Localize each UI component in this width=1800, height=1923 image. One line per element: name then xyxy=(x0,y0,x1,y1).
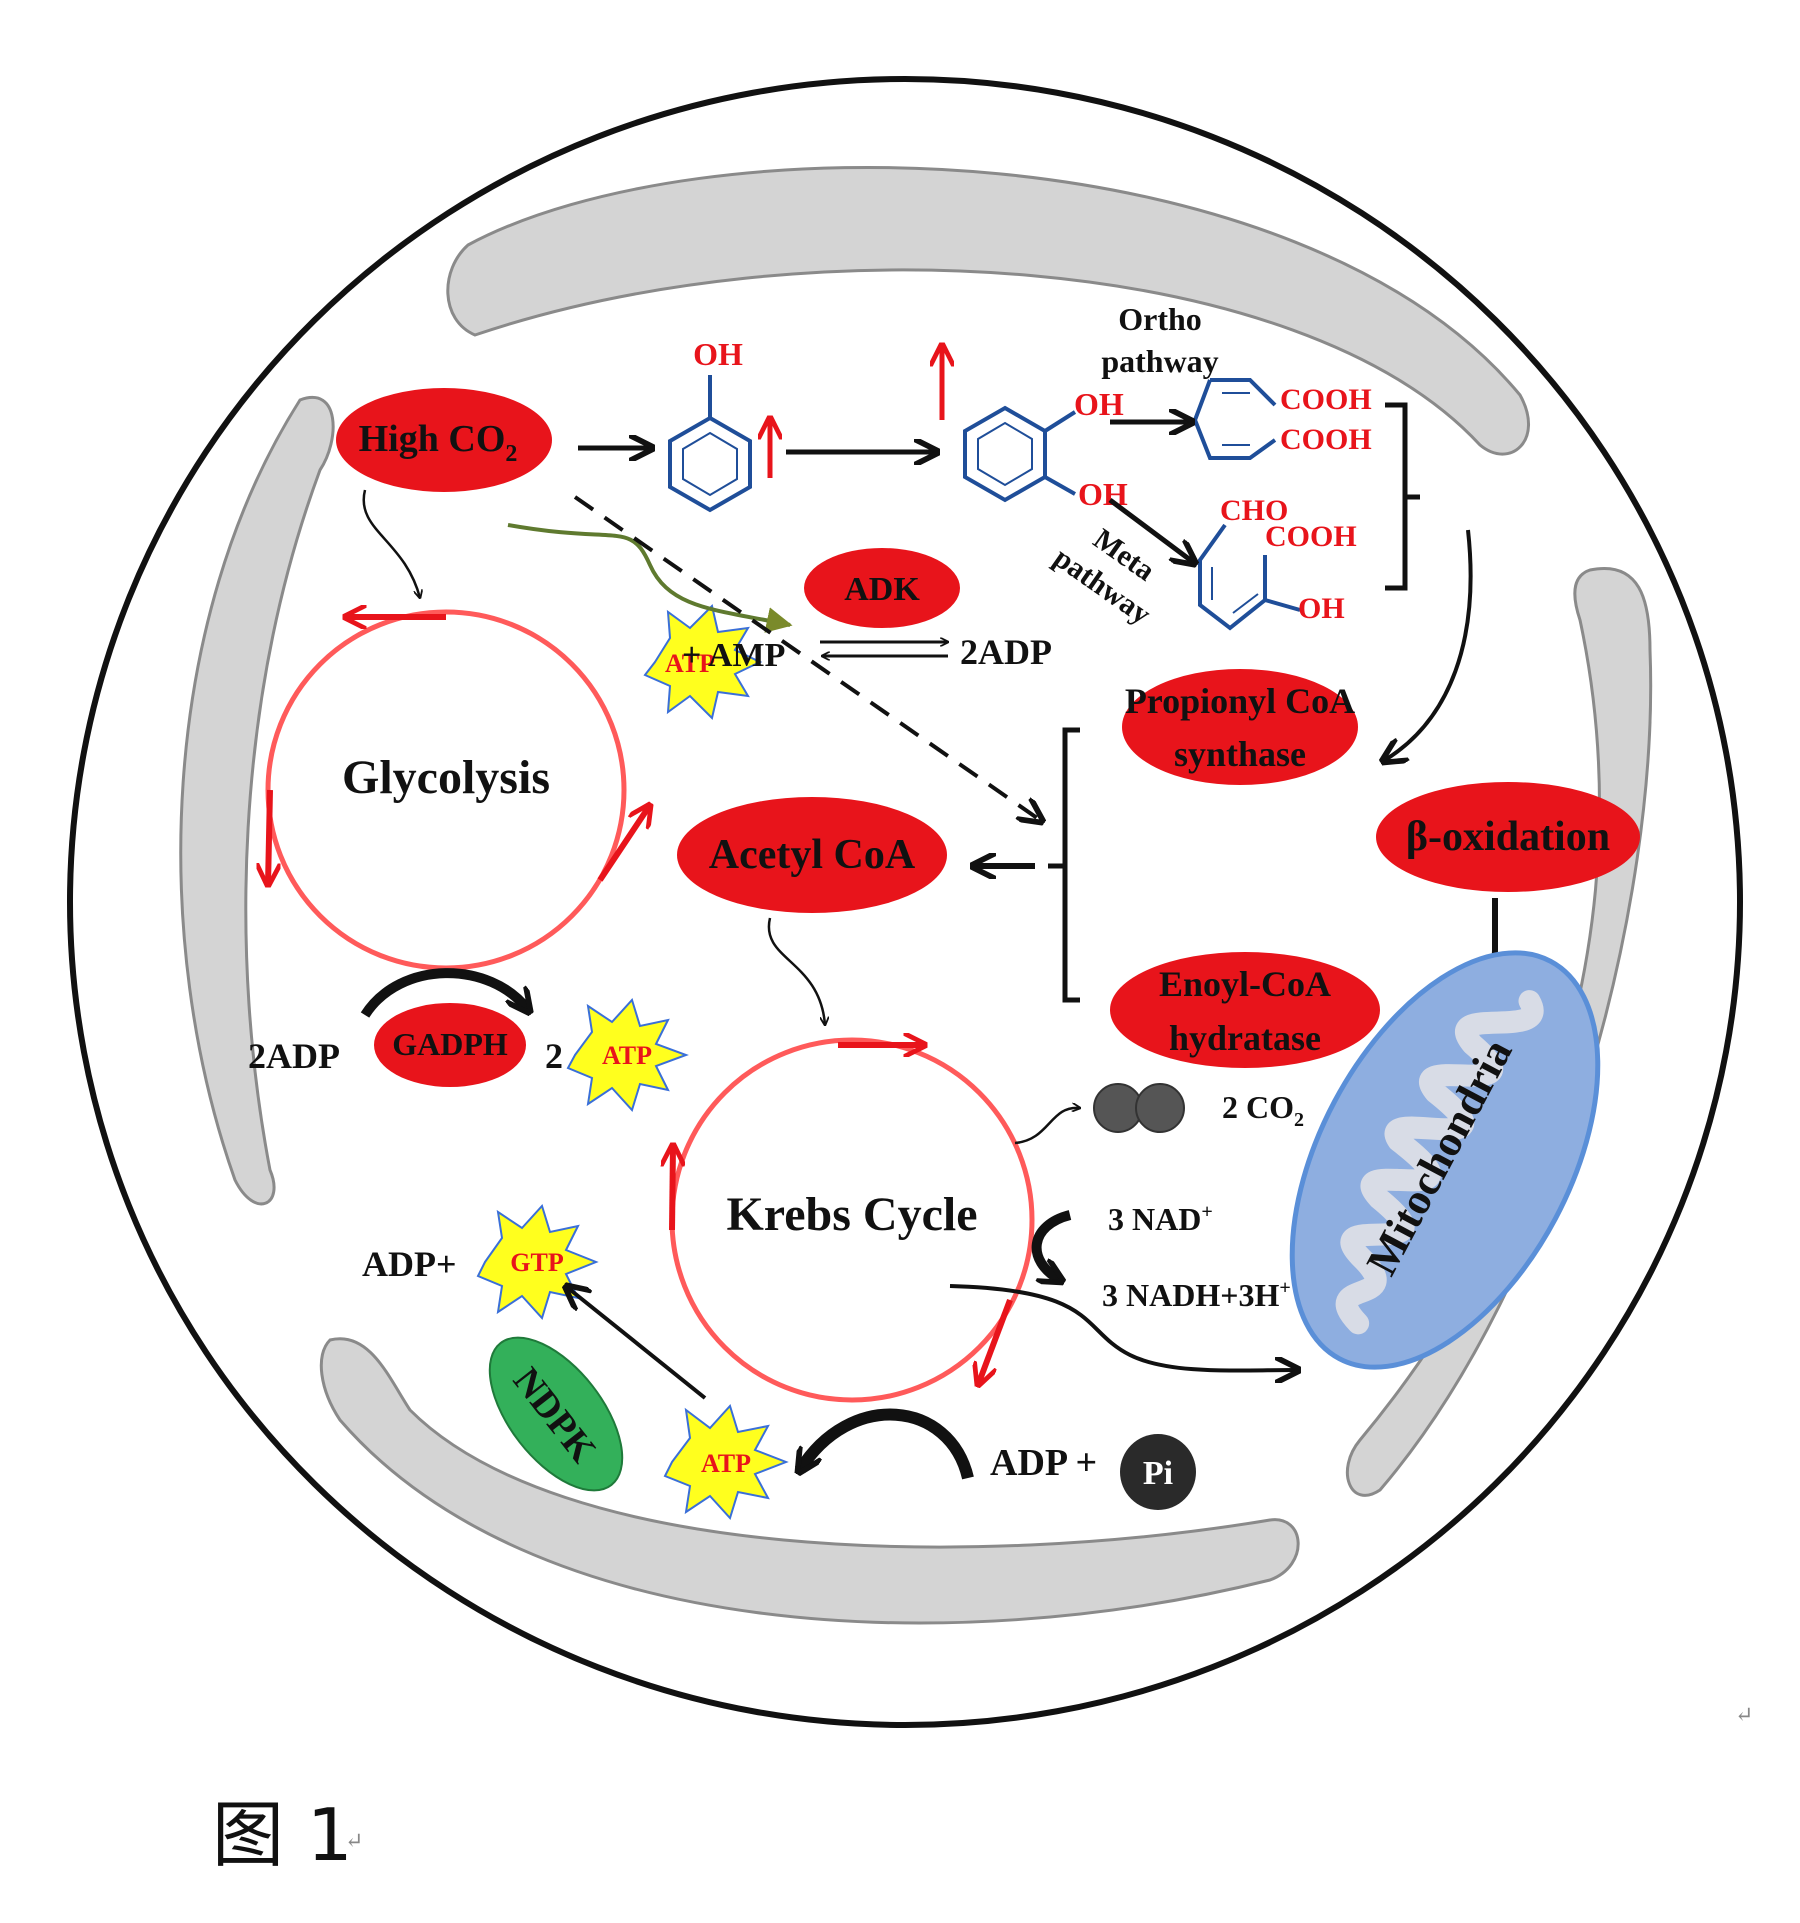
amp-label: + AMP xyxy=(682,637,785,674)
organelle-band-left xyxy=(179,396,335,1206)
propionyl-label-line1: Propionyl CoA xyxy=(1125,681,1355,721)
gadph-label: GADPH xyxy=(392,1026,508,1062)
beta-oxidation-oval xyxy=(1376,782,1640,892)
gadph-curved-arrow xyxy=(360,968,528,1015)
ortho-label-line1: Ortho xyxy=(1118,301,1202,337)
atp-starburst-adk: ATP xyxy=(643,604,763,720)
cho-label: CHO xyxy=(1220,494,1288,527)
organelle-band-top xyxy=(446,165,1531,456)
gadph-oval xyxy=(374,1003,526,1087)
arrow-to-gtp xyxy=(568,1288,707,1400)
oh-meta-label: OH xyxy=(1298,592,1345,625)
figure-caption: 图 1 xyxy=(212,1793,353,1877)
arrow-to-propionyl xyxy=(1385,529,1473,760)
propionyl-label-line2: synthase xyxy=(1174,734,1306,774)
acetyl-coa-label: Acetyl CoA xyxy=(709,832,916,878)
catechol-structure xyxy=(963,405,1077,503)
svg-text:ATP: ATP xyxy=(701,1449,751,1478)
co2-molecule-2 xyxy=(1135,1083,1185,1133)
pi-label: Pi xyxy=(1143,1455,1173,1492)
adk-oval xyxy=(804,548,960,628)
glycolysis-label: Glycolysis xyxy=(342,751,550,804)
cooh-bottom-label: COOH xyxy=(1280,423,1372,456)
glycolysis-arrow-right xyxy=(597,805,650,882)
catechol-oh-top: OH xyxy=(1074,386,1124,422)
caption-return-mark: ↵ xyxy=(345,1828,363,1853)
return-mark: ↵ xyxy=(1735,1702,1753,1727)
beta-oxidation-label: β-oxidation xyxy=(1406,814,1610,860)
acetyl-coa-oval xyxy=(677,797,947,913)
svg-text:ATP: ATP xyxy=(665,649,715,678)
adk-label: ADK xyxy=(844,571,920,608)
organelle-band-bottom xyxy=(319,1337,1300,1625)
nad-curved-arrow xyxy=(1031,1210,1072,1280)
ortho-product-structure xyxy=(1192,378,1277,460)
two-adp-left-label: 2ADP xyxy=(248,1036,340,1076)
cooh-meta-label: COOH xyxy=(1265,520,1357,553)
phenol-oh-label: OH xyxy=(693,336,743,372)
mitochondria-organelle xyxy=(1289,950,1601,1370)
atp-starburst-gadph: ATP xyxy=(566,998,689,1112)
atp-starburst-bottom: ATP xyxy=(663,1404,789,1520)
two-label: 2 xyxy=(545,1036,563,1076)
adp-plus-gtp-label: ADP+ xyxy=(362,1244,457,1284)
high-co2-oval xyxy=(336,388,552,492)
ortho-label-line2: pathway xyxy=(1101,343,1218,379)
krebs-arrow-left xyxy=(672,1145,673,1231)
svg-text:GTP: GTP xyxy=(510,1248,564,1277)
phenol-structure xyxy=(668,375,752,513)
arrow-acetyl-to-krebs xyxy=(767,917,825,1025)
krebs-cycle-label: Krebs Cycle xyxy=(726,1188,977,1241)
arrow-co2-release xyxy=(1014,1108,1080,1145)
dashed-arrow-co2 xyxy=(573,495,1040,820)
krebs-arrow-right xyxy=(978,1298,1013,1385)
high-co2-label: High CO2 xyxy=(359,418,518,467)
arrow-co2-to-glycolysis xyxy=(362,489,420,598)
nad-label: 3 NAD+ xyxy=(1108,1201,1213,1237)
propionyl-coa-synthase-oval xyxy=(1122,669,1358,785)
meta-product-structure xyxy=(1198,523,1301,631)
green-regulation-arrow xyxy=(507,523,793,633)
two-adp-label: 2ADP xyxy=(960,632,1052,672)
enzymes-bracket xyxy=(1048,727,1080,1003)
products-bracket xyxy=(1385,402,1420,591)
pi-circle xyxy=(1120,1434,1196,1510)
enoyl-label-line1: Enoyl-CoA xyxy=(1159,964,1331,1004)
nadh-label: 3 NADH+3H+ xyxy=(1102,1277,1291,1313)
enoyl-coa-hydratase-oval xyxy=(1110,952,1380,1068)
arrow-meta xyxy=(1108,497,1193,562)
adp-plus-label: ADP + xyxy=(990,1442,1097,1484)
enoyl-label-line2: hydratase xyxy=(1169,1018,1321,1058)
arrow-nadh-to-mito xyxy=(949,1284,1296,1371)
atp-synthesis-arrow xyxy=(800,1408,974,1478)
cooh-top-label: COOH xyxy=(1280,383,1372,416)
svg-text:ATP: ATP xyxy=(602,1041,652,1070)
co2-release-label: 2 CO2 xyxy=(1222,1089,1304,1131)
co2-molecule-1 xyxy=(1093,1083,1143,1133)
glycolysis-arrow-left xyxy=(268,789,270,885)
